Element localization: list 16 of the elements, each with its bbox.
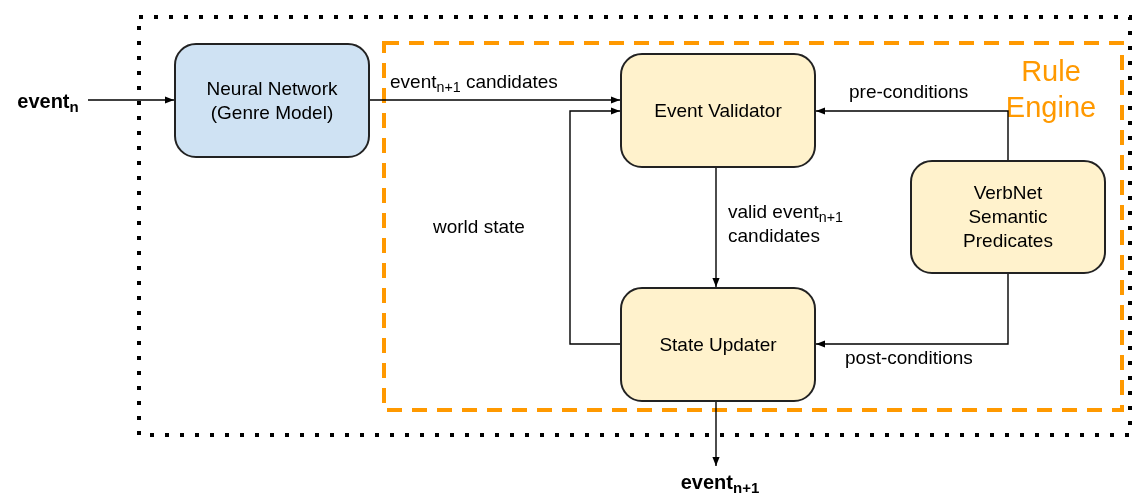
arrow [712, 167, 720, 288]
process-box: VerbNet Semantic Predicates [910, 160, 1106, 274]
process-box: Event Validator [620, 53, 816, 168]
io-label: event$_{n+1}$ [660, 466, 780, 498]
arrow [815, 273, 1009, 348]
model-box: Neural Network (Genre Model) [174, 43, 370, 158]
rule-engine-group [382, 41, 1124, 412]
io-label: event$_{n}$ [8, 85, 88, 117]
system-boundary [137, 15, 1132, 437]
arrow [815, 107, 1009, 161]
arrow [712, 401, 720, 467]
group-label: Rule Engine [1004, 54, 1098, 125]
arrow [569, 107, 621, 345]
arrow [87, 96, 175, 104]
arrow [369, 96, 621, 104]
process-box: State Updater [620, 287, 816, 402]
